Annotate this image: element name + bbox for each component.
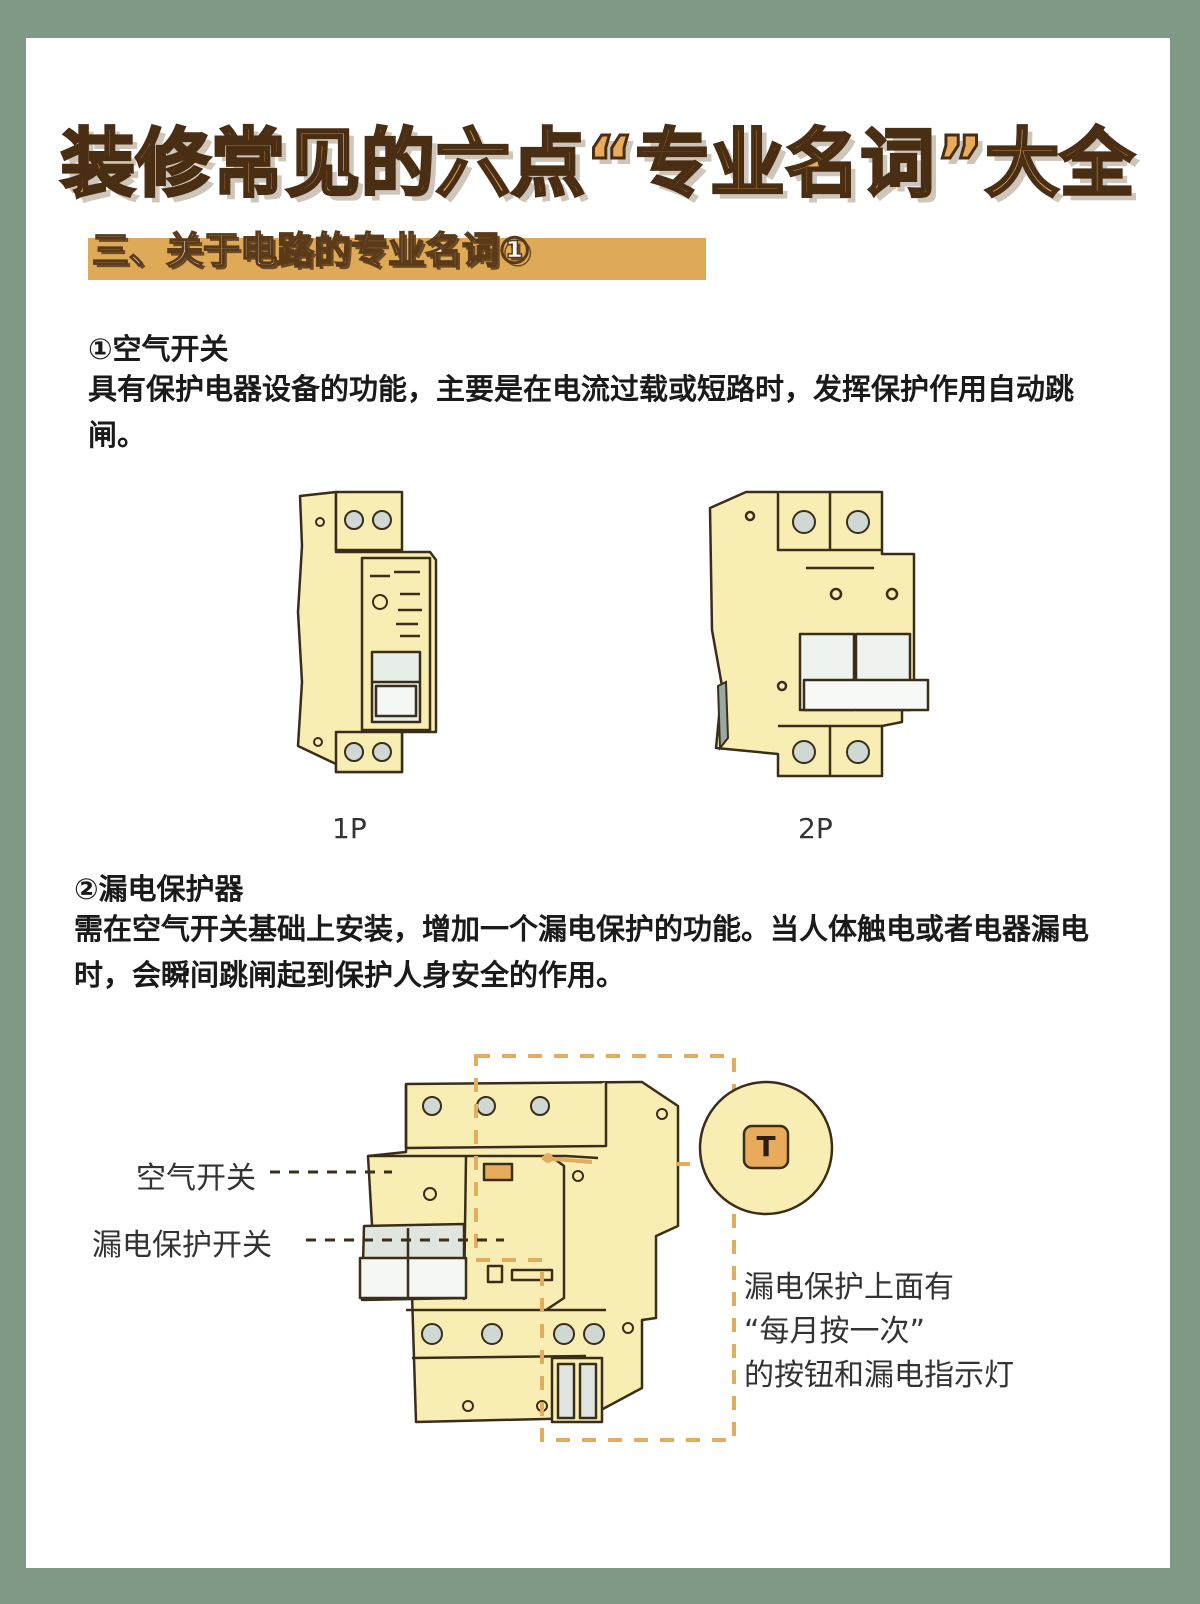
section-title-bar <box>88 238 706 280</box>
page-title: 装修常见的六点“专业名词”大全 <box>59 120 1136 209</box>
caption-2p: 2P <box>798 812 833 845</box>
term2-heading: ②漏电保护器 <box>74 872 244 906</box>
section-title: 三、关于电路的专业名词① <box>91 228 531 273</box>
breaker-2p-illustration <box>708 490 930 778</box>
leader-air-switch <box>270 1170 392 1174</box>
term1-body: 具有保护电器设备的功能，主要是在电流过载或短路时，发挥保护作用自动跳闸。 <box>88 372 1075 452</box>
label-leak-switch: 漏电保护开关 <box>92 1228 272 1263</box>
callout-line-1: 漏电保护上面有 <box>744 1270 954 1305</box>
test-button: T <box>756 1130 776 1163</box>
caption-1p: 1P <box>332 812 367 845</box>
content-card: 装修常见的六点“专业名词”大全 三、关于电路的专业名词① ①空气开关 具有保护电… <box>26 38 1170 1568</box>
leader-leak-switch <box>306 1238 504 1242</box>
leakage-protector-illustration <box>358 1054 834 1442</box>
breaker-1p-illustration <box>296 490 438 774</box>
term2-body: 需在空气开关基础上安装，增加一个漏电保护的功能。当人体触电或者电器漏电时，会瞬间… <box>74 912 1090 992</box>
term1-heading: ①空气开关 <box>88 332 229 366</box>
leak-protector-callout: 漏电保护上面有 “每月按一次” 的按钮和漏电指示灯 <box>744 1266 1014 1398</box>
label-air-switch: 空气开关 <box>136 1161 256 1196</box>
callout-line-2: “每月按一次” <box>744 1314 926 1349</box>
callout-line-3: 的按钮和漏电指示灯 <box>744 1358 1014 1393</box>
